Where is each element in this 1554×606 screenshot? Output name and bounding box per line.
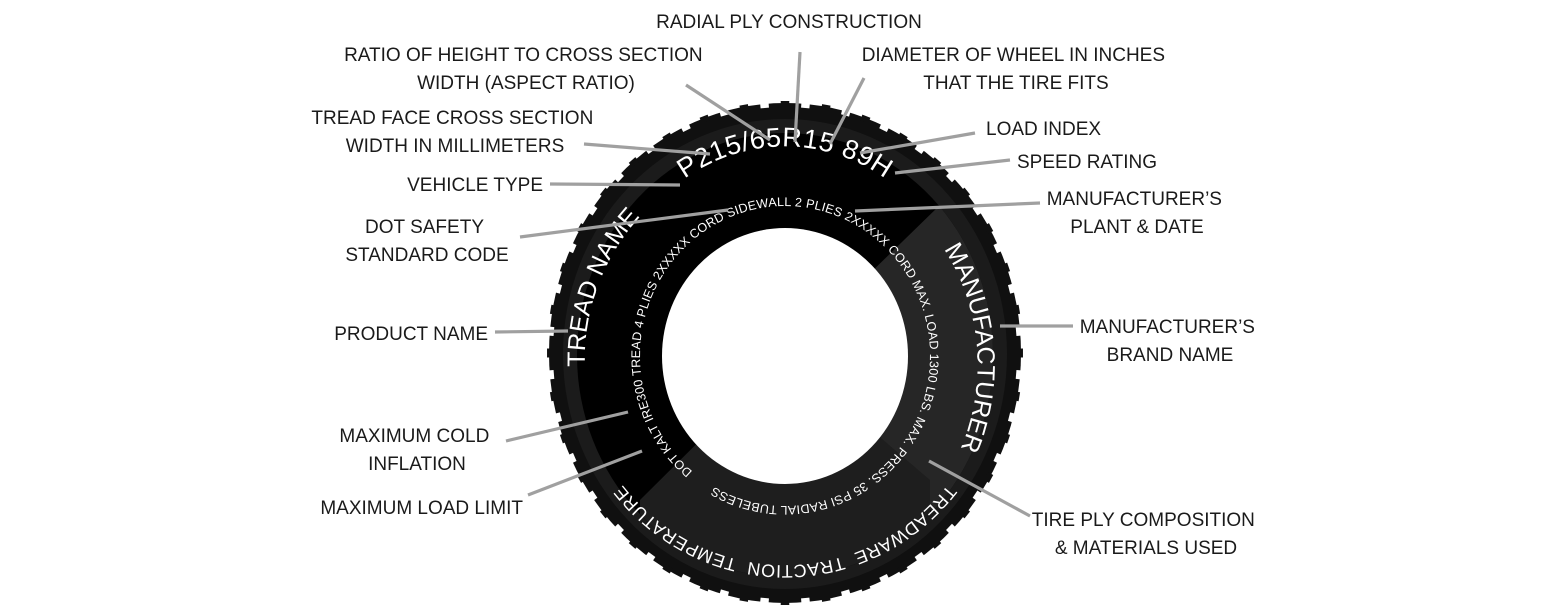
tread-notch <box>628 157 640 168</box>
tread-notch <box>599 507 610 519</box>
tread-notch <box>1012 391 1021 402</box>
tread-notch <box>983 223 994 234</box>
tread-notch <box>879 122 890 132</box>
tread-notch <box>599 187 610 199</box>
tread-notch <box>759 101 769 109</box>
tread-notch <box>645 551 656 562</box>
tread-notch <box>549 304 558 315</box>
tread-notch <box>567 242 577 254</box>
tread-notch <box>897 132 908 143</box>
tread-notches <box>547 101 1023 605</box>
tread-notch <box>1015 326 1023 336</box>
tread-notch <box>699 582 710 592</box>
tread-notch <box>549 391 558 402</box>
tread-notch <box>801 597 811 605</box>
tread-notch <box>680 574 691 584</box>
tread-notch <box>960 507 971 519</box>
leader-radial-ply <box>793 51 802 143</box>
label-load-index: LOAD INDEX <box>986 119 1101 140</box>
tread-notch <box>914 551 925 562</box>
tread-notch <box>559 262 569 274</box>
tread-notch <box>946 523 957 535</box>
tread-notch <box>680 122 691 132</box>
tread-notch <box>547 370 555 380</box>
tread-notch <box>860 114 871 124</box>
tread-notch <box>1007 283 1016 294</box>
label-max-cold-inflation: MAXIMUM COLD INFLATION <box>339 426 494 475</box>
tread-notch <box>972 204 983 216</box>
tread-notch <box>1001 262 1011 274</box>
label-section-width: TREAD FACE CROSS SECTION WIDTH IN MILLIM… <box>311 108 598 157</box>
tread-notch <box>547 348 554 358</box>
tread-notch <box>554 412 563 423</box>
tread-notch <box>759 597 769 605</box>
leader-aspect-ratio <box>685 83 771 142</box>
label-product-name: PRODUCT NAME <box>334 324 488 345</box>
tread-notch <box>993 242 1003 254</box>
tread-notch <box>628 538 640 549</box>
tread-notch <box>719 589 729 598</box>
label-vehicle-type: VEHICLE TYPE <box>407 175 543 196</box>
tread-notch <box>587 490 598 502</box>
leader-product-name <box>494 329 569 334</box>
tread-notch <box>946 171 957 183</box>
tread-notch <box>554 283 563 294</box>
tread-notch <box>983 472 994 483</box>
tread-notch <box>1016 348 1023 358</box>
label-dot-code: DOT SAFETY STANDARD CODE <box>345 217 508 266</box>
tread-notch <box>960 187 971 199</box>
tread-notch <box>821 104 831 112</box>
leader-vehicle-type <box>549 182 681 187</box>
label-max-load-limit: MAXIMUM LOAD LIMIT <box>320 498 523 519</box>
tread-notch <box>662 132 673 143</box>
leader-wheel-diameter <box>828 77 866 145</box>
leader-lines <box>494 51 1073 518</box>
label-ply-composition: TIRE PLY COMPOSITION & MATERIALS USED <box>1032 510 1260 559</box>
label-wheel-diameter: DIAMETER OF WHEEL IN INCHES THAT THE TIR… <box>862 45 1171 94</box>
leader-max-cold-inflation <box>505 410 629 443</box>
label-aspect-ratio: RATIO OF HEIGHT TO CROSS SECTION WIDTH (… <box>344 45 708 94</box>
tread-notch <box>1015 370 1023 380</box>
tread-notch <box>613 171 624 183</box>
tread-notch <box>739 104 749 112</box>
tread-notch <box>897 563 908 574</box>
tread-notch <box>1007 412 1016 423</box>
tread-notch <box>841 589 851 598</box>
leader-speed-rating <box>894 158 1011 175</box>
leader-dot-code <box>519 208 729 239</box>
tread-notch <box>739 594 749 602</box>
tread-notch <box>587 204 598 216</box>
label-speed-rating: SPEED RATING <box>1017 152 1157 173</box>
sidewall-grey-bottom <box>640 356 930 577</box>
tread-notch <box>662 563 673 574</box>
tread-notch <box>1001 432 1011 444</box>
labels: RADIAL PLY CONSTRUCTION RATIO OF HEIGHT … <box>311 12 1261 559</box>
leader-load-index <box>859 131 976 155</box>
tread-notch <box>613 523 624 535</box>
tread-notch <box>780 101 790 108</box>
tread-notch <box>930 538 942 549</box>
tire <box>547 101 1023 605</box>
leader-plant-date <box>854 201 1041 213</box>
tread-notch <box>780 598 790 605</box>
tread-notch <box>993 452 1003 464</box>
leader-section-width <box>583 142 711 156</box>
tread-notch <box>699 114 710 124</box>
tread-notch <box>879 574 890 584</box>
label-plant-date: MANUFACTURER’S PLANT & DATE <box>1047 189 1228 238</box>
leader-max-load-limit <box>527 449 643 497</box>
leader-ply-composition <box>928 459 1031 518</box>
tread-notch <box>1012 304 1021 315</box>
label-brand-name: MANUFACTURER’S BRAND NAME <box>1080 317 1261 366</box>
tread-notch <box>559 432 569 444</box>
tread-notch <box>821 594 831 602</box>
tread-notch <box>860 582 871 592</box>
label-radial-ply: RADIAL PLY CONSTRUCTION <box>656 12 922 33</box>
tread-notch <box>914 144 925 155</box>
tread-notch <box>801 101 811 109</box>
tread-notch <box>972 490 983 502</box>
tire-inner-hole <box>662 228 908 484</box>
tread-notch <box>567 452 577 464</box>
tread-notch <box>930 157 942 168</box>
